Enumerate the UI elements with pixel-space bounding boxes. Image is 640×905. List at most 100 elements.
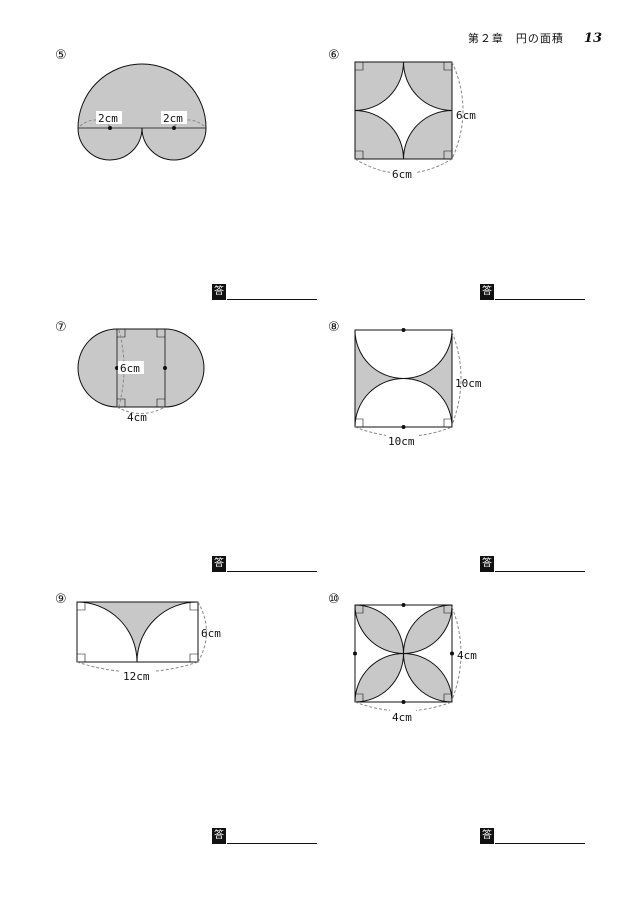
center-dot: [401, 700, 406, 704]
center-dot: [108, 126, 112, 130]
label-background: [161, 111, 187, 124]
answer-line[interactable]: [495, 842, 585, 844]
problem-6: ⑥ 6cm 6cm 答: [328, 48, 618, 313]
answer-badge: 答: [480, 284, 494, 300]
right-angle-mark: [355, 693, 364, 702]
label-background: [121, 669, 154, 682]
right-angle-mark: [443, 605, 452, 614]
dimension-arc: [451, 61, 464, 160]
shaded-leaf: [402, 652, 453, 703]
right-angle-mark: [355, 418, 364, 427]
answer-badge: 答: [212, 556, 226, 572]
right-angle-mark: [355, 62, 364, 71]
dimension-arc: [451, 331, 462, 426]
center-dot: [401, 603, 406, 607]
chapter-title: 第２章 円の面積: [467, 32, 564, 45]
problem-number: ⑩: [328, 592, 340, 607]
page-number: 13: [583, 31, 602, 46]
dimension-label: 2cm: [163, 112, 183, 125]
dimension-label: 4cm: [127, 411, 147, 424]
figure-square-semicircles: 10cm 10cm: [354, 328, 482, 448]
dimension-arc: [354, 701, 453, 712]
right-angle-mark: [77, 602, 86, 611]
label-background: [118, 361, 144, 374]
answer-area[interactable]: 答: [480, 284, 585, 300]
problem-8: ⑧ 10cm 10cm 答: [328, 320, 618, 585]
page-header: 第２章 円の面積 13: [468, 30, 602, 48]
figure-four-leaf: 4cm 4cm: [353, 603, 477, 724]
problem-number: ⑥: [328, 48, 340, 63]
right-angle-mark: [117, 398, 126, 407]
right-angle-mark: [355, 605, 364, 614]
figure-heart-shape: 2cm 2cm: [77, 63, 207, 161]
answer-line[interactable]: [227, 298, 317, 300]
center-dot: [401, 425, 406, 429]
problem-number: ⑦: [55, 320, 67, 335]
right-angle-mark: [156, 398, 165, 407]
answer-area[interactable]: 答: [212, 284, 317, 300]
dimension-arc: [173, 119, 205, 127]
dimension-arc: [197, 601, 207, 663]
right-angle-mark: [443, 62, 452, 71]
right-angle-mark: [77, 653, 86, 662]
dimension-label: 12cm: [123, 670, 150, 683]
unshaded-semicircle: [354, 378, 453, 428]
shaded-region: [77, 63, 207, 161]
right-angle-mark: [117, 329, 126, 338]
answer-badge: 答: [480, 828, 494, 844]
label-background: [96, 111, 122, 124]
right-angle-mark: [443, 418, 452, 427]
right-angle-mark: [443, 693, 452, 702]
problem-9: ⑨ 6cm 12cm 答: [55, 592, 345, 857]
label-background: [386, 434, 419, 447]
problem-7: ⑦ 6cm 4cm 答: [55, 320, 345, 585]
answer-line[interactable]: [495, 570, 585, 572]
center-dot: [353, 651, 357, 656]
answer-line[interactable]: [227, 570, 317, 572]
center-dot: [450, 651, 454, 656]
problem-number: ⑧: [328, 320, 340, 335]
answer-badge: 答: [212, 284, 226, 300]
figure-square-quarter-circles: 6cm 6cm: [354, 61, 476, 181]
dimension-arc: [354, 426, 453, 437]
dimension-label: 6cm: [201, 627, 221, 640]
answer-badge: 答: [212, 828, 226, 844]
dimension-arc: [116, 406, 166, 414]
dimension-arc: [118, 329, 125, 407]
problem-10: ⑩ 4cm 4cm 答: [328, 592, 618, 857]
dimension-label: 6cm: [392, 168, 412, 181]
dimension-label: 10cm: [455, 377, 482, 390]
dimension-label: 6cm: [456, 109, 476, 122]
dimension-label: 10cm: [388, 435, 415, 448]
problem-number: ⑨: [55, 592, 67, 607]
answer-badge: 答: [480, 556, 494, 572]
center-dot: [163, 366, 167, 370]
dimension-label: 2cm: [98, 112, 118, 125]
dimension-label: 6cm: [120, 362, 140, 375]
right-angle-mark: [156, 329, 165, 338]
right-angle-mark: [189, 653, 198, 662]
problem-5: ⑤ 2cm 2cm 答: [55, 48, 345, 313]
answer-line[interactable]: [227, 842, 317, 844]
dimension-label: 4cm: [457, 649, 477, 662]
answer-area[interactable]: 答: [212, 828, 317, 844]
answer-area[interactable]: 答: [212, 556, 317, 572]
unshaded-star: [354, 61, 453, 160]
label-background: [390, 167, 416, 180]
dimension-label: 4cm: [392, 711, 412, 724]
shaded-region: [76, 601, 199, 663]
answer-line[interactable]: [495, 298, 585, 300]
problem-number: ⑤: [55, 48, 67, 63]
right-angle-mark: [443, 150, 452, 159]
answer-area[interactable]: 答: [480, 828, 585, 844]
figure-stadium-shape: 6cm 4cm: [77, 328, 205, 424]
dimension-arc: [451, 606, 462, 701]
figure-rectangle-quarter-circles: 6cm 12cm: [76, 601, 221, 683]
right-angle-mark: [355, 150, 364, 159]
answer-area[interactable]: 答: [480, 556, 585, 572]
dimension-arc: [79, 119, 111, 127]
center-dot: [172, 126, 176, 130]
right-angle-mark: [189, 602, 198, 611]
center-dot: [401, 328, 406, 332]
label-background: [390, 710, 416, 723]
